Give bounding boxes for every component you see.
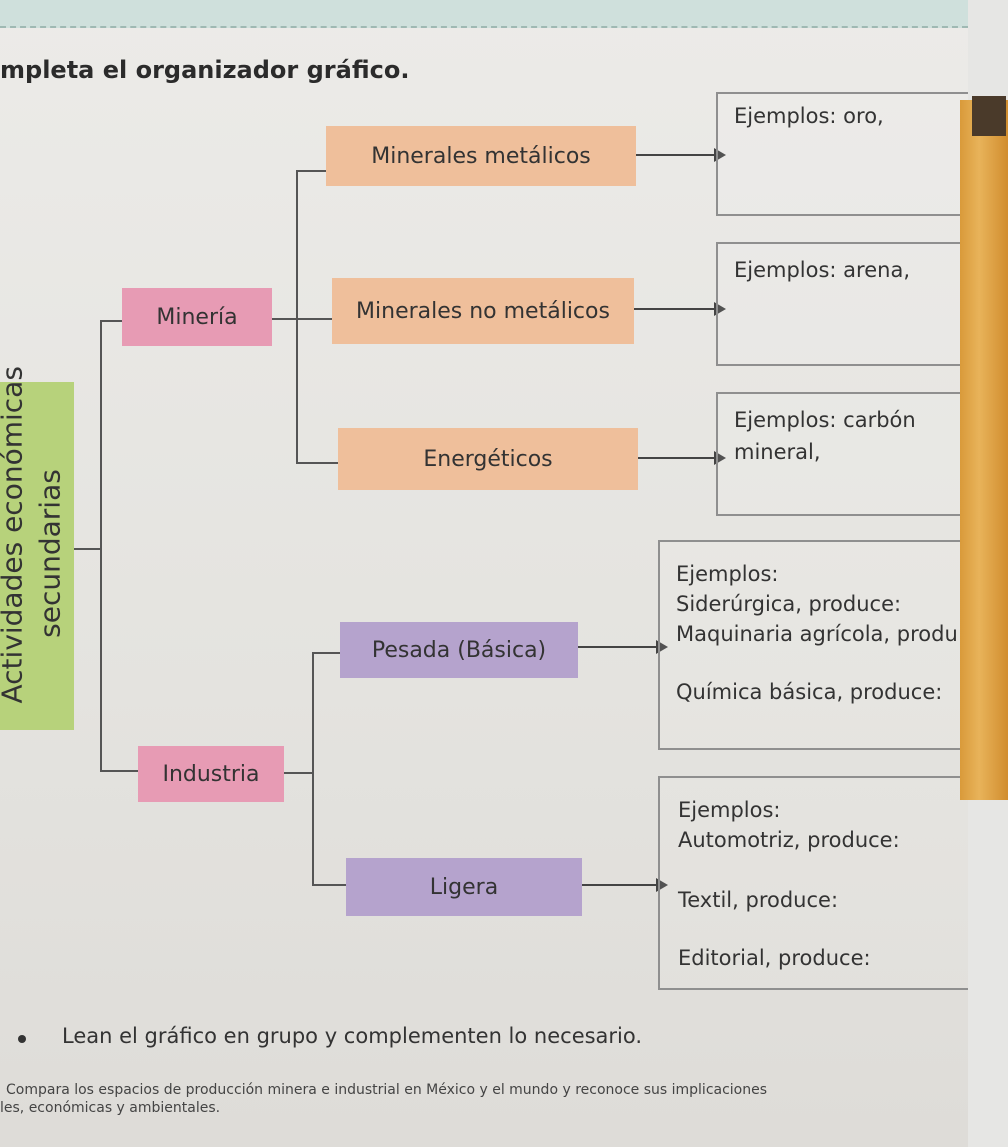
side-category-label: Actividades económicas secundarias <box>0 366 74 730</box>
side-label-line2: secundarias <box>33 469 67 638</box>
example-text-energeticos-1: Ejemplos: carbón <box>734 408 916 432</box>
light-line-4: Editorial, produce: <box>678 946 871 970</box>
example-box-no-metalicos <box>716 242 968 366</box>
example-text-energeticos-2: mineral, <box>734 440 821 464</box>
example-box-energeticos <box>716 392 968 516</box>
heavy-industry-box: Pesada (Básica) <box>340 622 578 678</box>
example-text-no-metalicos: Ejemplos: arena, <box>734 258 910 282</box>
group-note: Lean el gráfico en grupo y complementen … <box>62 1024 643 1048</box>
example-box-metalicos <box>716 92 968 216</box>
connector-industry-out <box>284 772 314 774</box>
connector-to-mining <box>100 320 122 322</box>
page-top-strip <box>0 0 968 28</box>
light-line-1: Ejemplos: <box>678 798 781 822</box>
pencil-graphic <box>960 100 1008 800</box>
light-line-2: Automotriz, produce: <box>678 828 900 852</box>
pencil-tip-graphic <box>972 96 1006 136</box>
footer-line-1: Compara los espacios de producción miner… <box>6 1082 768 1098</box>
light-industry-box: Ligera <box>346 858 582 916</box>
instruction-title: mpleta el organizador gráfico. <box>0 56 410 84</box>
connector-light <box>312 884 346 886</box>
example-box-light <box>658 776 968 990</box>
footer-line-2: les, económicas y ambientales. <box>0 1100 221 1116</box>
heavy-line-2: Siderúrgica, produce: <box>676 592 902 616</box>
arrow-energeticos <box>638 451 726 465</box>
connector-mining-vertical <box>296 170 298 462</box>
connector-to-industry <box>100 770 138 772</box>
example-box-heavy <box>658 540 968 750</box>
arrow-heavy <box>578 640 668 654</box>
arrow-no-metalicos <box>634 302 726 316</box>
light-line-3: Textil, produce: <box>678 888 839 912</box>
connector-metalicos <box>296 170 326 172</box>
industry-box: Industria <box>138 746 284 802</box>
connector-spine <box>100 320 102 770</box>
side-label-line1: Actividades económicas <box>0 366 29 704</box>
connector-industry-vertical <box>312 652 314 884</box>
textbook-page: mpleta el organizador gráfico. Actividad… <box>0 0 968 1147</box>
heavy-line-4: Química básica, produce: <box>676 680 943 704</box>
connector-energeticos <box>296 462 338 464</box>
example-text-metalicos: Ejemplos: oro, <box>734 104 884 128</box>
arrow-metalicos <box>636 148 726 162</box>
connector-no-metalicos <box>296 318 332 320</box>
bullet-icon <box>18 1035 26 1043</box>
arrow-light <box>582 878 668 892</box>
non-metallic-minerals-box: Minerales no metálicos <box>332 278 634 344</box>
mining-box: Minería <box>122 288 272 346</box>
energy-minerals-box: Energéticos <box>338 428 638 490</box>
connector-mining-out <box>272 318 298 320</box>
heavy-line-1: Ejemplos: <box>676 562 779 586</box>
connector-main <box>74 548 102 550</box>
connector-heavy <box>312 652 340 654</box>
metallic-minerals-box: Minerales metálicos <box>326 126 636 186</box>
heavy-line-3: Maquinaria agrícola, produ <box>676 622 958 646</box>
